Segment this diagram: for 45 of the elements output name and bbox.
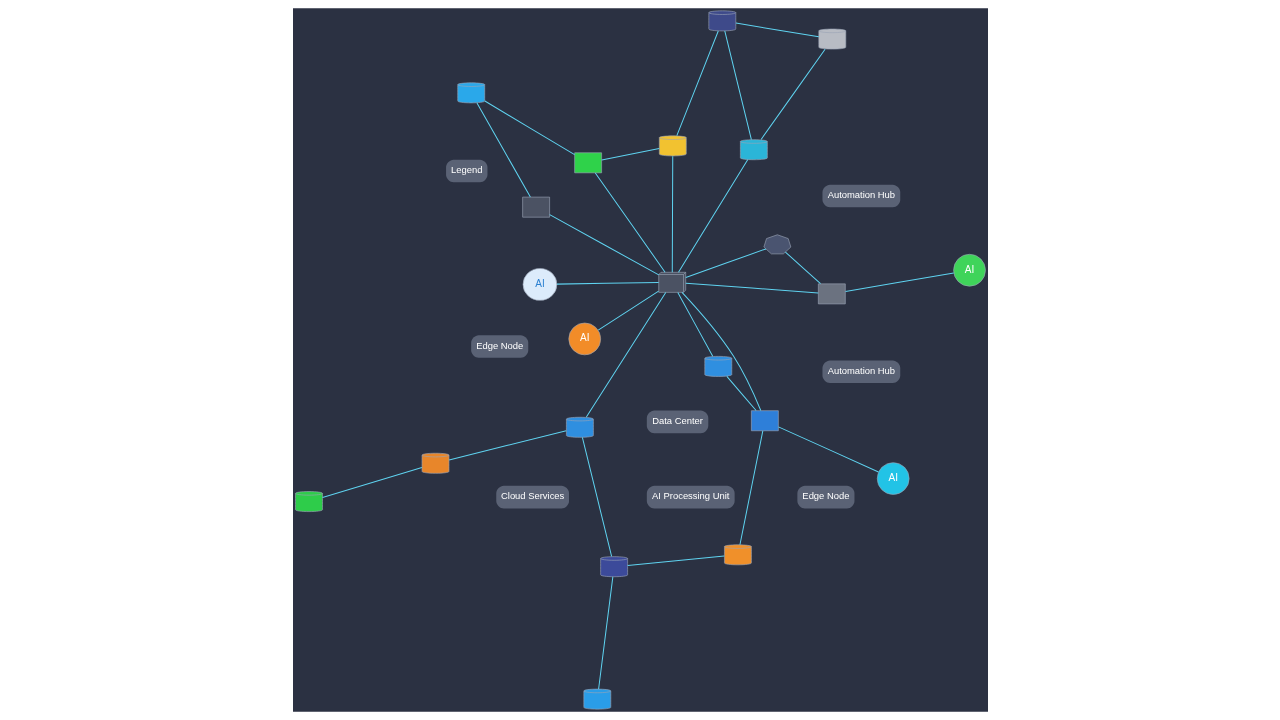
connector (483, 100, 575, 156)
connector (734, 22, 819, 38)
label: Cloud Services (500, 490, 564, 502)
connector (777, 426, 879, 473)
label: Automation Hub (827, 364, 895, 376)
connector (626, 555, 725, 566)
connector (585, 292, 666, 418)
label: AI Processing Unit (651, 490, 729, 502)
connector (684, 282, 819, 294)
connector (677, 159, 748, 273)
connector (681, 291, 761, 411)
connector (723, 30, 752, 141)
connector (725, 375, 757, 411)
connector (581, 436, 612, 557)
node-box (573, 152, 602, 174)
node-picture (763, 234, 791, 255)
connector (760, 48, 826, 140)
connector (676, 292, 713, 357)
connector (684, 248, 766, 278)
connector (600, 148, 660, 161)
node-box (750, 410, 779, 432)
node-circle: AI (567, 322, 601, 356)
connector (675, 30, 719, 137)
node-circle: AI (952, 253, 986, 287)
node-circle: AI (522, 268, 557, 301)
connector (556, 282, 659, 285)
connector (321, 466, 422, 498)
label: Automation Hub (827, 189, 895, 201)
connector (844, 272, 954, 293)
label: Legend (450, 164, 482, 176)
connector (597, 576, 613, 690)
connector (738, 430, 763, 546)
label: Edge Node (801, 490, 849, 502)
connector (671, 155, 673, 273)
connector (597, 290, 659, 331)
label: Edge Node (475, 339, 523, 351)
connector (448, 430, 567, 461)
label: Data Center (651, 415, 703, 427)
connector (594, 172, 666, 273)
node-box (817, 283, 846, 305)
node-box (521, 196, 550, 218)
connector (548, 214, 659, 276)
connector (475, 102, 531, 198)
node-circle: AI (876, 462, 909, 495)
connector (784, 251, 821, 285)
